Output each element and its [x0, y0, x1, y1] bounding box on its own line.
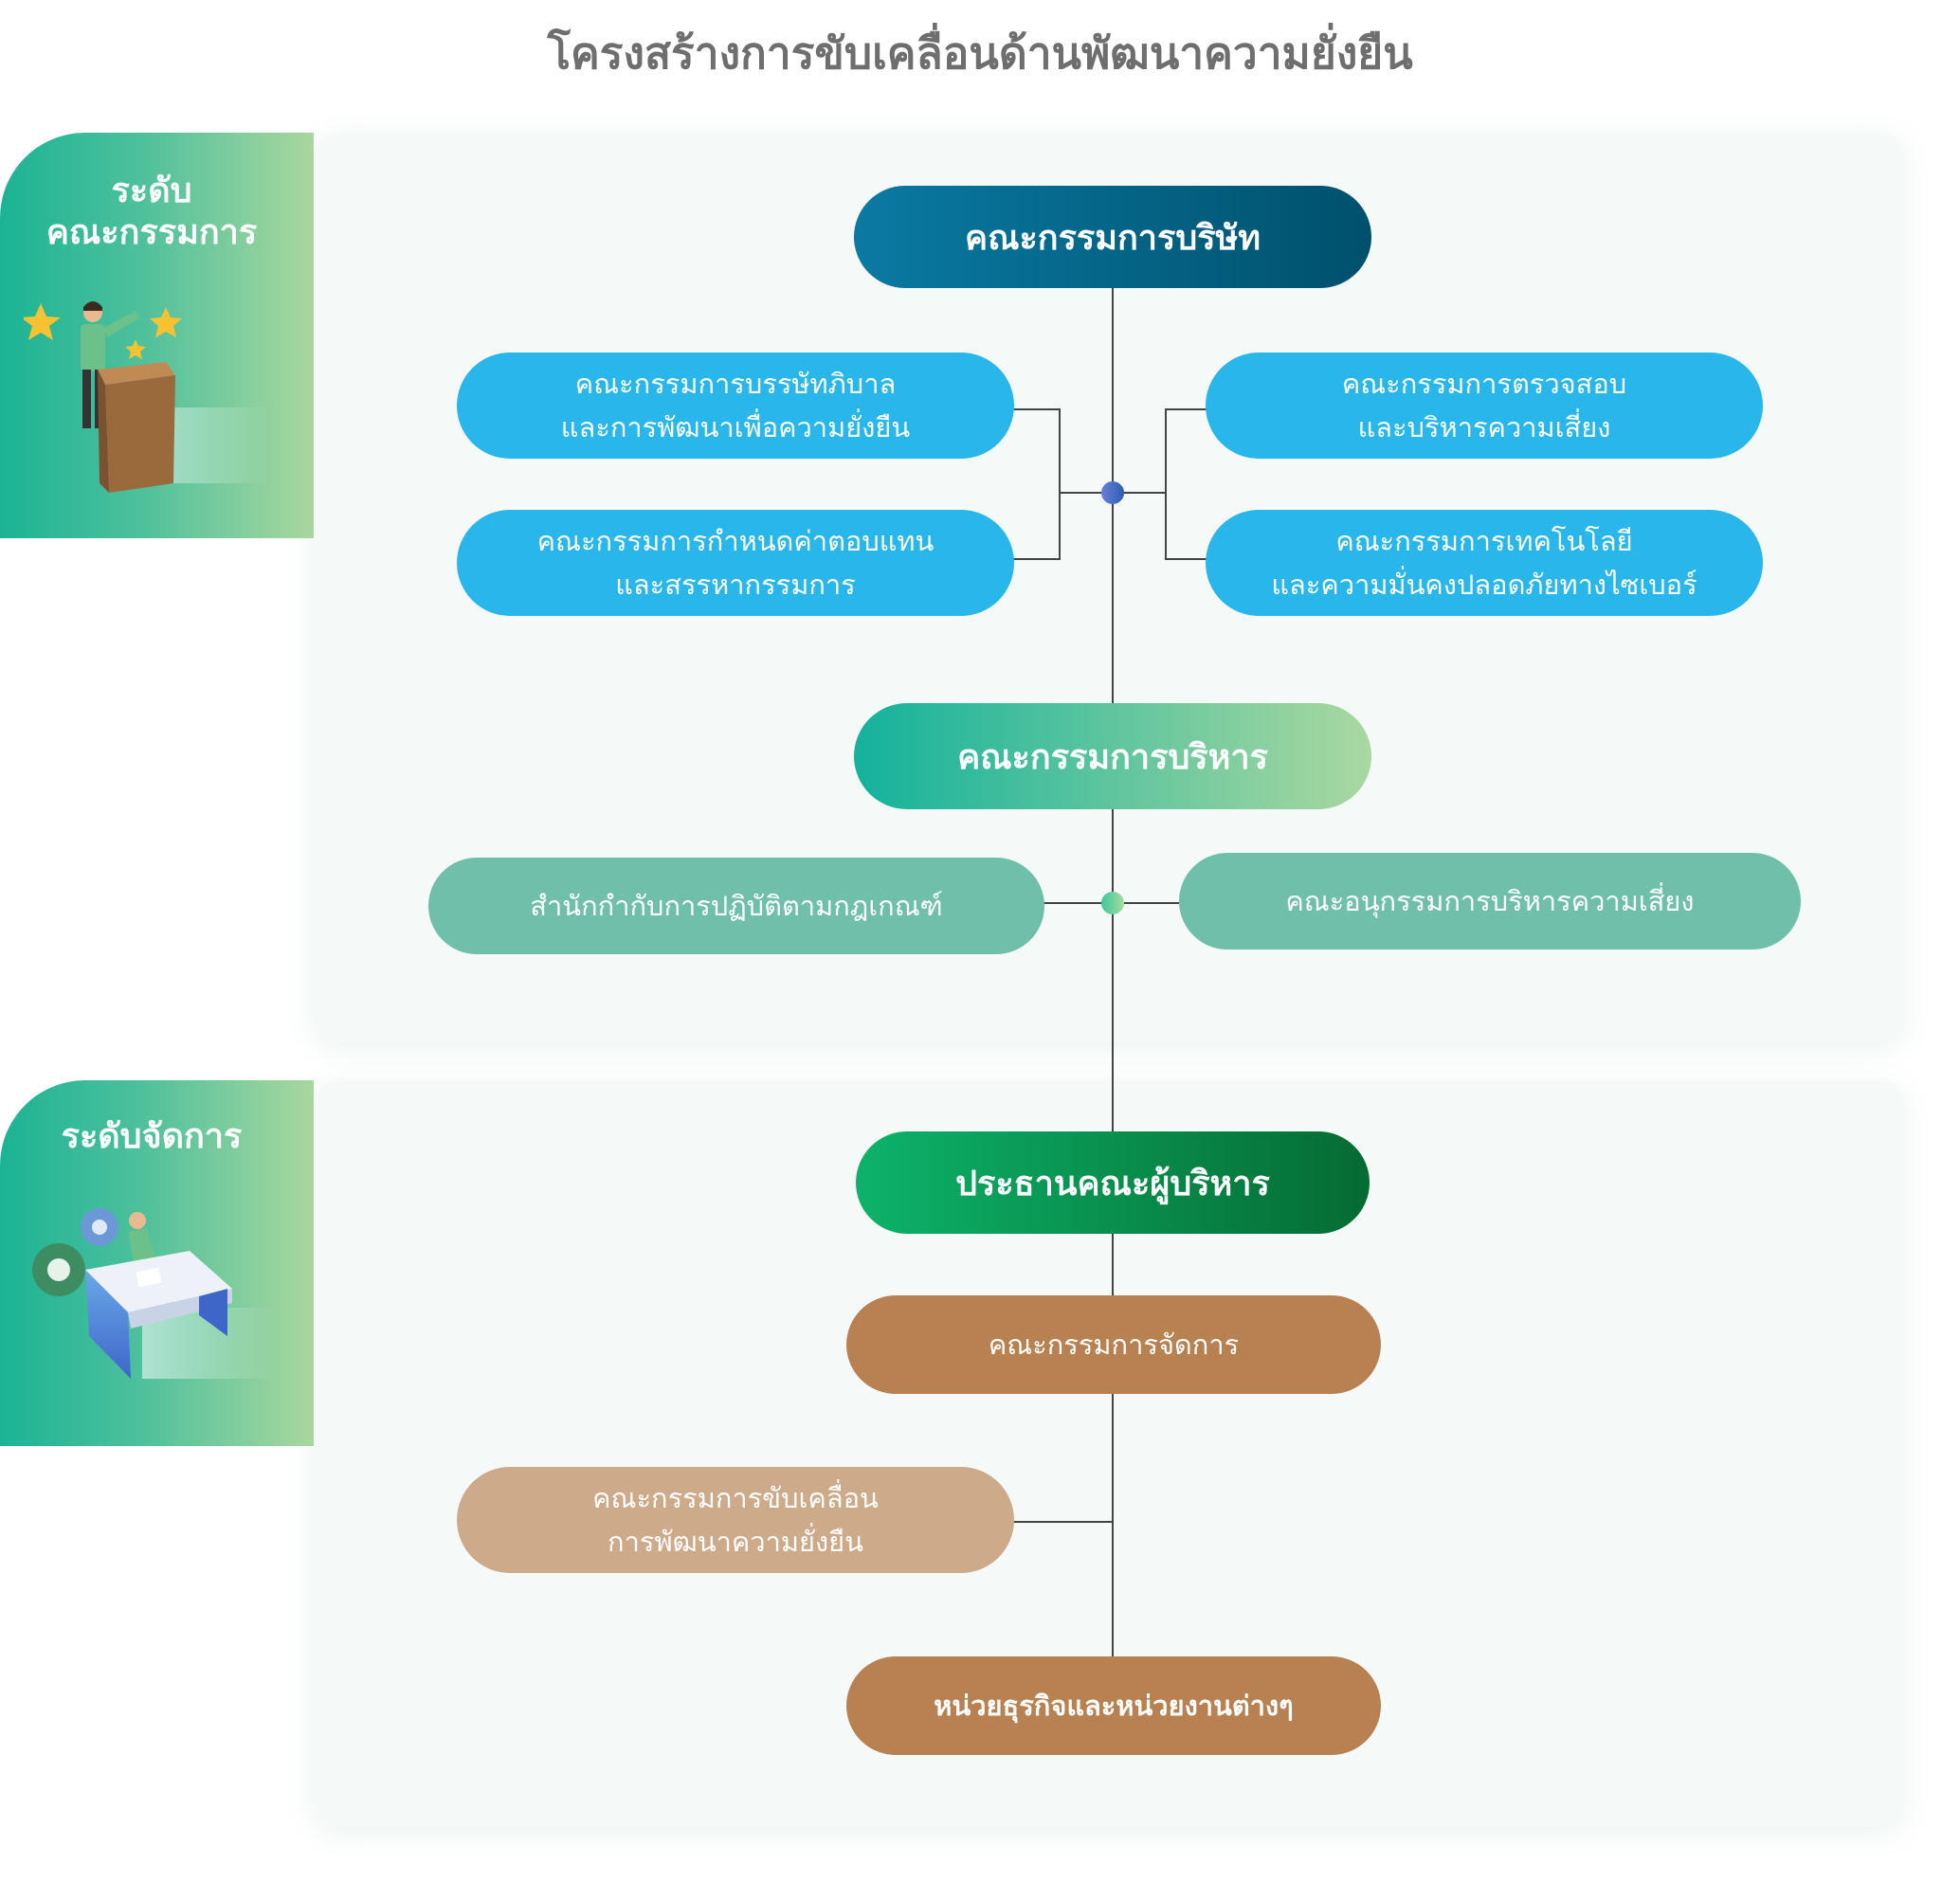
technology-committee-node: คณะกรรมการเทคโนโลยี และความมั่นคงปลอดภัย… — [1206, 510, 1763, 616]
management-level-sidebar: ระดับจัดการ — [0, 1080, 314, 1446]
page-title: โครงสร้างการขับเคลื่อนด้านพัฒนาความยั่งย… — [547, 27, 1413, 79]
management-level-label: ระดับจัดการ — [61, 1117, 243, 1156]
audit-committee-node: คณะกรรมการตรวจสอบ และบริหารความเสี่ยง — [1206, 353, 1763, 459]
board-junction-dot — [1101, 481, 1124, 504]
executive-committee-node: คณะกรรมการบริหาร — [854, 703, 1371, 809]
sustainability-committee-node: คณะกรรมการขับเคลื่อน การพัฒนาความยั่งยืน — [457, 1467, 1014, 1573]
governance-committee-node: คณะกรรมการบรรษัทภิบาล และการพัฒนาเพื่อคว… — [457, 353, 1014, 459]
risk-subcommittee-node: คณะอนุกรรมการบริหารความเสี่ยง — [1179, 853, 1801, 950]
board-of-directors-node: คณะกรรมการบริษัท — [854, 186, 1371, 288]
speaker-podium-illustration — [24, 301, 270, 493]
business-units-node: หน่วยธุรกิจและหน่วยงานต่างๆ — [846, 1656, 1381, 1755]
executive-junction-dot — [1101, 892, 1124, 914]
gears-desk-illustration — [32, 1208, 275, 1379]
board-level-sidebar: ระดับ คณะกรรมการ — [0, 133, 314, 538]
board-level-label: ระดับ คณะกรรมการ — [45, 172, 258, 252]
management-committee-node: คณะกรรมการจัดการ — [846, 1295, 1381, 1394]
compliance-office-node: สำนักกำกับการปฏิบัติตามกฎเกณฑ์ — [428, 858, 1044, 954]
remuneration-committee-node: คณะกรรมการกำหนดค่าตอบแทน และสรรหากรรมการ — [457, 510, 1014, 616]
ceo-node: ประธานคณะผู้บริหาร — [856, 1131, 1370, 1234]
